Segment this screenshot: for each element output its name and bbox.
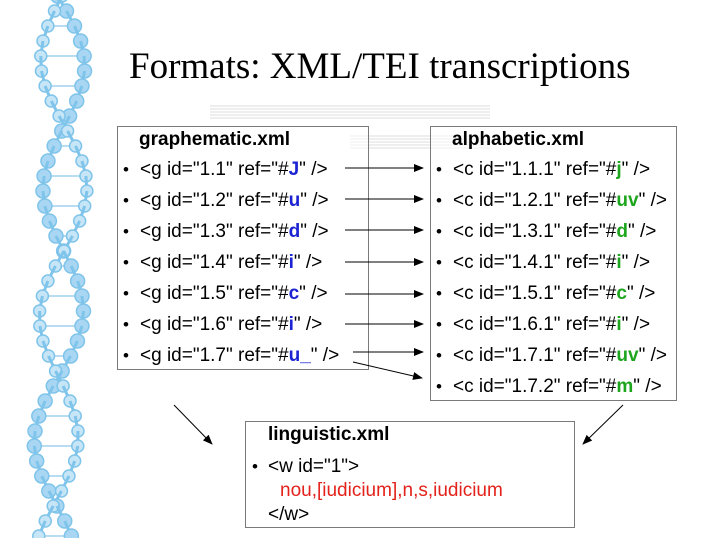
graphematic-entry: <g id="1.6" ref="#i" /> [118, 309, 339, 340]
alphabetic-entry: <c id="1.5.1" ref="#c" /> [431, 278, 667, 309]
entry-post: " /> [299, 283, 328, 304]
entry-post: " /> [633, 376, 662, 397]
alphabetic-entry: <c id="1.7.2" ref="#m" /> [431, 371, 667, 402]
entry-pre: <g id="1.6" ref="# [140, 314, 289, 335]
graphematic-entry: <g id="1.2" ref="#u" /> [118, 185, 339, 216]
entry-pre: <c id="1.7.2" ref="# [453, 376, 617, 397]
entry-pre: <c id="1.2.1" ref="# [453, 190, 617, 211]
alphabetic-entry: <c id="1.1.1" ref="#j" /> [431, 154, 667, 185]
entry-post: " /> [638, 190, 667, 211]
graphematic-heading: graphematic.xml [139, 129, 290, 150]
arrow-to-linguistic-right [582, 404, 624, 445]
entry-pre: <c id="1.1.1" ref="# [453, 159, 617, 180]
entry-ref-value: j [616, 159, 622, 180]
list-bullet: • [252, 457, 258, 476]
entry-post: " /> [293, 252, 323, 273]
alphabetic-entry: <c id="1.2.1" ref="#uv" /> [431, 185, 667, 216]
alphabetic-box: alphabetic.xml <c id="1.1.1" ref="#j" />… [430, 126, 677, 402]
entry-pre: <c id="1.3.1" ref="# [453, 221, 617, 242]
alphabetic-entry: <c id="1.7.1" ref="#uv" /> [431, 340, 667, 371]
word-open-tag: <w id="1"> [268, 456, 360, 477]
entry-ref-value: m [616, 376, 634, 397]
entry-pre: <g id="1.1" ref="# [140, 159, 289, 180]
entry-post: " /> [626, 283, 656, 304]
entry-post: " /> [621, 159, 651, 180]
arrow-to-linguistic-left [173, 404, 213, 445]
graphematic-entry: <g id="1.5" ref="#c" /> [118, 278, 339, 309]
entry-pre: <g id="1.3" ref="# [140, 221, 289, 242]
graphematic-entry: <g id="1.7" ref="#u_" /> [118, 340, 339, 371]
alphabetic-entry: <c id="1.3.1" ref="#d" /> [431, 216, 667, 247]
alphabetic-entry: <c id="1.4.1" ref="#i" /> [431, 247, 667, 278]
alphabetic-list: <c id="1.1.1" ref="#j" /><c id="1.2.1" r… [431, 154, 667, 402]
word-analysis: nou,[iudicium],n,s,iudicium [280, 480, 503, 501]
entry-pre: <g id="1.5" ref="# [140, 283, 289, 304]
slide-title: Formats: XML/TEI transcriptions [129, 46, 631, 87]
entry-ref-value: c [288, 283, 300, 304]
entry-ref-value: i [616, 314, 622, 335]
entry-post: " /> [299, 159, 328, 180]
entry-pre: <c id="1.6.1" ref="# [453, 314, 617, 335]
entry-post: " /> [627, 221, 657, 242]
graphematic-entry: <g id="1.4" ref="#i" /> [118, 247, 339, 278]
entry-ref-value: u_ [288, 345, 311, 366]
entry-post: " /> [621, 314, 651, 335]
entry-pre: <c id="1.7.1" ref="# [453, 345, 617, 366]
entry-post: " /> [621, 252, 651, 273]
graphematic-box: graphematic.xml <g id="1.1" ref="#J" /><… [117, 126, 369, 371]
alphabetic-entry: <c id="1.6.1" ref="#i" /> [431, 309, 667, 340]
linguistic-heading: linguistic.xml [268, 424, 390, 445]
entry-post: " /> [300, 190, 329, 211]
entry-pre: <c id="1.5.1" ref="# [453, 283, 617, 304]
entry-ref-value: u [288, 190, 301, 211]
entry-ref-value: c [616, 283, 627, 304]
entry-post: " /> [300, 221, 329, 242]
entry-pre: <c id="1.4.1" ref="# [453, 252, 617, 273]
entry-ref-value: d [288, 221, 301, 242]
dna-helix-decoration [26, 0, 94, 538]
entry-ref-value: J [288, 159, 300, 180]
linguistic-box: linguistic.xml • <w id="1"> nou,[iudiciu… [245, 421, 575, 528]
entry-post: " /> [310, 345, 340, 366]
entry-ref-value: i [288, 252, 294, 273]
entry-ref-value: uv [616, 345, 639, 366]
graphematic-list: <g id="1.1" ref="#J" /><g id="1.2" ref="… [118, 154, 339, 371]
graphematic-entry: <g id="1.1" ref="#J" /> [118, 154, 339, 185]
entry-pre: <g id="1.7" ref="# [140, 345, 289, 366]
word-close-tag: </w> [268, 504, 310, 525]
entry-ref-value: uv [616, 190, 639, 211]
entry-ref-value: i [616, 252, 622, 273]
entry-post: " /> [293, 314, 323, 335]
alphabetic-heading: alphabetic.xml [452, 129, 584, 150]
entry-post: " /> [638, 345, 667, 366]
entry-pre: <g id="1.4" ref="# [140, 252, 289, 273]
entry-ref-value: i [288, 314, 294, 335]
entry-pre: <g id="1.2" ref="# [140, 190, 289, 211]
graphematic-entry: <g id="1.3" ref="#d" /> [118, 216, 339, 247]
entry-ref-value: d [616, 221, 628, 242]
